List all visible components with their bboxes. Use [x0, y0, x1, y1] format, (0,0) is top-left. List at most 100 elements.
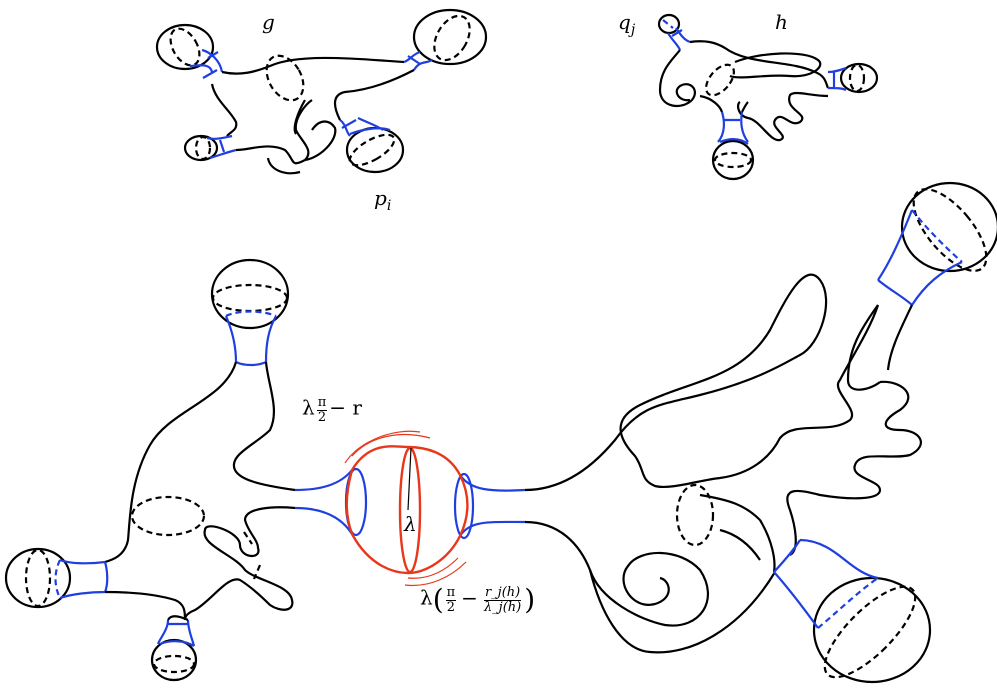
br-bubble-top-dashed: [912, 188, 988, 272]
formula-bottom-den1: 2: [446, 599, 456, 615]
h-bubble-qj-dashed: [662, 19, 674, 29]
g-neck-bottomright: [339, 117, 391, 137]
bl-bubble-bottom: [150, 638, 198, 682]
label-qj-base: q: [618, 10, 631, 34]
g-bubble-bottomleft: [183, 134, 219, 162]
br-fingers: [699, 380, 922, 573]
formula-bottom-num1: π: [445, 585, 457, 601]
central-sphere: [294, 430, 526, 587]
br-spiral-lower: [588, 569, 776, 654]
sphere-ring-right: [453, 472, 475, 540]
br-neck-top: [877, 209, 963, 306]
label-qj: qj: [618, 12, 635, 37]
arc-top-1: [344, 430, 421, 464]
formula-bottom-prefix: λ: [420, 585, 433, 610]
br-bubble-bottom-neck-dashed: [817, 577, 879, 629]
formula-bottom-close: ): [524, 583, 536, 617]
h-bubble-qj: [657, 13, 681, 35]
g-bubble-topright-dashed: [433, 14, 471, 62]
label-pi-base: p: [374, 186, 387, 210]
h-neck-bottom: [717, 111, 749, 145]
lambda-radius: [407, 447, 412, 511]
formula-bottom-den2: λ_j(h): [483, 599, 522, 615]
bl-bubble-top: [210, 258, 290, 330]
formula-bottom-open: (: [432, 583, 444, 617]
sphere-meridian: [398, 446, 422, 574]
label-qj-sub: j: [630, 22, 636, 38]
sphere-neck-left: [294, 469, 353, 535]
h-neck-qj: [667, 27, 691, 51]
formula-top-den: 2: [317, 409, 327, 425]
formula-top-prefix: λ: [302, 395, 315, 420]
h-neck-right: [827, 66, 847, 92]
surface-g: [155, 8, 488, 175]
bl-body-left: [104, 590, 187, 621]
surface-bottom-right: [524, 181, 997, 684]
bl-neck-bottom: [156, 619, 196, 647]
bl-neck-left: [59, 558, 109, 600]
bl-body-main: [104, 361, 296, 564]
label-pi: pi: [374, 188, 391, 213]
g-bubble-bottomright-dashed: [348, 133, 396, 167]
g-bubble-bottomleft-dashed: [194, 135, 212, 161]
br-body-upper: [524, 273, 828, 492]
bl-cut-ring-1: [243, 531, 253, 545]
br-body-right-fold: [719, 304, 880, 480]
bl-bubble-left-neck-dashed: [54, 559, 61, 599]
formula-top-suffix: − r: [329, 395, 362, 420]
bl-neck-top: [224, 315, 277, 367]
h-bubble-bottom-dashed: [713, 151, 753, 169]
bl-body-curl: [183, 506, 296, 621]
br-body-right: [846, 304, 913, 391]
bl-center-cut: [130, 495, 206, 537]
g-bubble-topleft: [155, 23, 215, 71]
bl-bubble-left-dashed: [24, 548, 52, 608]
bl-neck-bottom-join: [167, 615, 189, 621]
h-bubble-bottom: [711, 139, 755, 181]
label-g: g: [262, 10, 275, 34]
br-center-cut: [675, 483, 715, 547]
bl-bubble-top-dashed: [211, 283, 289, 313]
h-body-lower: [699, 94, 749, 113]
g-neck-topleft-ring: [202, 69, 218, 79]
g-body-bottom: [235, 99, 313, 175]
arc-bottom-1: [407, 557, 459, 579]
h-fold: [729, 52, 822, 79]
g-neck-topleft: [189, 48, 224, 73]
h-body: [658, 40, 830, 108]
g-body-hook: [304, 120, 337, 162]
g-body-left: [210, 83, 238, 137]
label-lambda: λ: [404, 512, 417, 536]
bl-bubble-bottom-dashed: [152, 654, 196, 674]
arc-bottom-2: [404, 561, 467, 587]
g-neck-topright: [403, 50, 433, 71]
bl-cut-ring-2: [252, 564, 262, 580]
formula-top-num: π: [316, 395, 328, 411]
br-bubble-bottom-dashed: [823, 585, 917, 679]
label-h: h: [775, 10, 788, 34]
br-bubble-top: [900, 181, 997, 273]
surface-h: [657, 13, 879, 181]
g-center-cut: [265, 54, 305, 102]
sphere-outline: [345, 445, 469, 575]
formula-bottom-num2: r_j(h): [483, 585, 522, 601]
h-fingers: [737, 91, 829, 142]
h-center-cut: [705, 63, 735, 97]
sphere-neck-right: [459, 474, 526, 537]
g-bubble-topleft-dashed: [169, 27, 201, 67]
h-bubble-right: [839, 62, 879, 94]
g-neck-bottomleft: [206, 134, 237, 160]
formula-bottom-minus: −: [461, 585, 478, 610]
bl-bubble-top-neck-dashed: [225, 310, 277, 318]
br-bubble-top-neck-dashed: [911, 209, 963, 263]
br-neck-bottom: [773, 538, 879, 629]
arc-top-2: [351, 433, 431, 457]
br-spiral: [524, 520, 761, 627]
br-bubble-bottom: [812, 576, 932, 684]
formula-bottom-frac2: r_j(h)λ_j(h): [483, 586, 522, 614]
